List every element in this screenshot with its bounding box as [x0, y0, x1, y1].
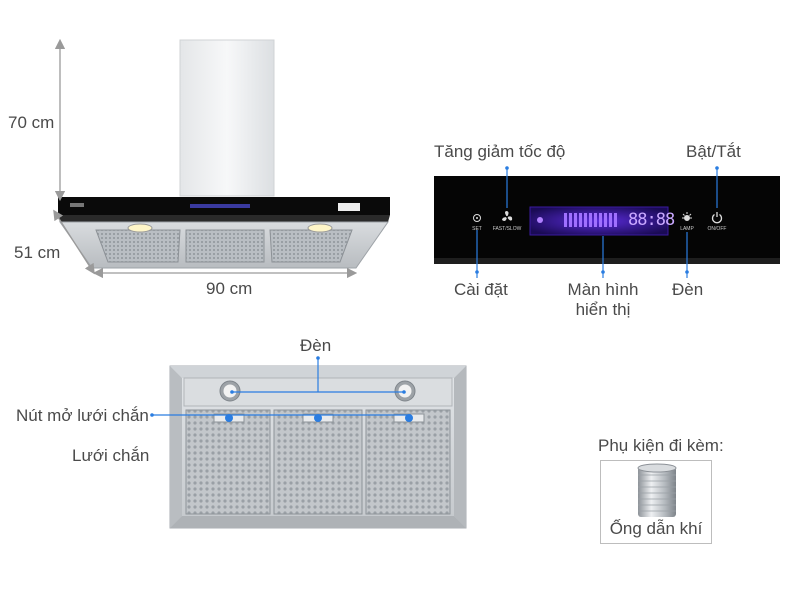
air-duct-icon	[637, 463, 677, 517]
release-button-left	[225, 414, 233, 422]
underside-lamp-left	[219, 380, 241, 402]
accessory-title: Phụ kiện đi kèm:	[598, 436, 724, 455]
accessory-box: Ống dẫn khí	[600, 460, 712, 544]
display-digits: 88:88	[628, 210, 675, 230]
display-bar-segments	[564, 213, 617, 227]
accessory-item-label: Ống dẫn khí	[609, 519, 703, 538]
settings-label: Cài đặt	[454, 280, 508, 299]
set-button[interactable]: SET	[472, 226, 482, 232]
height-label: 70 cm	[8, 113, 55, 132]
depth-arrow	[53, 209, 95, 275]
canopy-filter-mid	[185, 229, 265, 263]
depth-label: 51 cm	[14, 243, 61, 262]
power-label: Bật/Tắt	[686, 142, 741, 161]
underside-lamp-label: Đèn	[300, 336, 332, 355]
release-button-middle	[314, 414, 322, 422]
lamp-label: Đèn	[672, 280, 704, 299]
filter-panel-middle	[273, 409, 363, 515]
lamp-button[interactable]: LAMP	[680, 226, 694, 232]
display-label-line2: hiển thị	[575, 300, 631, 320]
lamp-icon	[682, 212, 692, 221]
speed-control-label: Tăng giảm tốc độ	[434, 142, 566, 161]
display-label: Màn hình hiển thị	[553, 280, 653, 321]
chimney	[179, 39, 275, 197]
filter-panel-right	[365, 409, 451, 515]
fan-icon	[502, 211, 513, 221]
release-button-label: Nút mở lưới chắn	[16, 406, 149, 425]
power-icon	[711, 212, 723, 224]
release-button-right	[405, 414, 413, 422]
width-label: 90 cm	[206, 279, 253, 298]
filter-label: Lưới chắn	[72, 446, 150, 465]
display-label-line1: Màn hình	[567, 280, 639, 299]
canopy-filter-left	[95, 229, 181, 263]
fast-slow-button[interactable]: FAST/SLOW	[492, 226, 522, 232]
on-off-button[interactable]: ON/OFF	[707, 226, 727, 232]
set-button-icon	[473, 214, 481, 222]
filter-panel-left	[185, 409, 271, 515]
